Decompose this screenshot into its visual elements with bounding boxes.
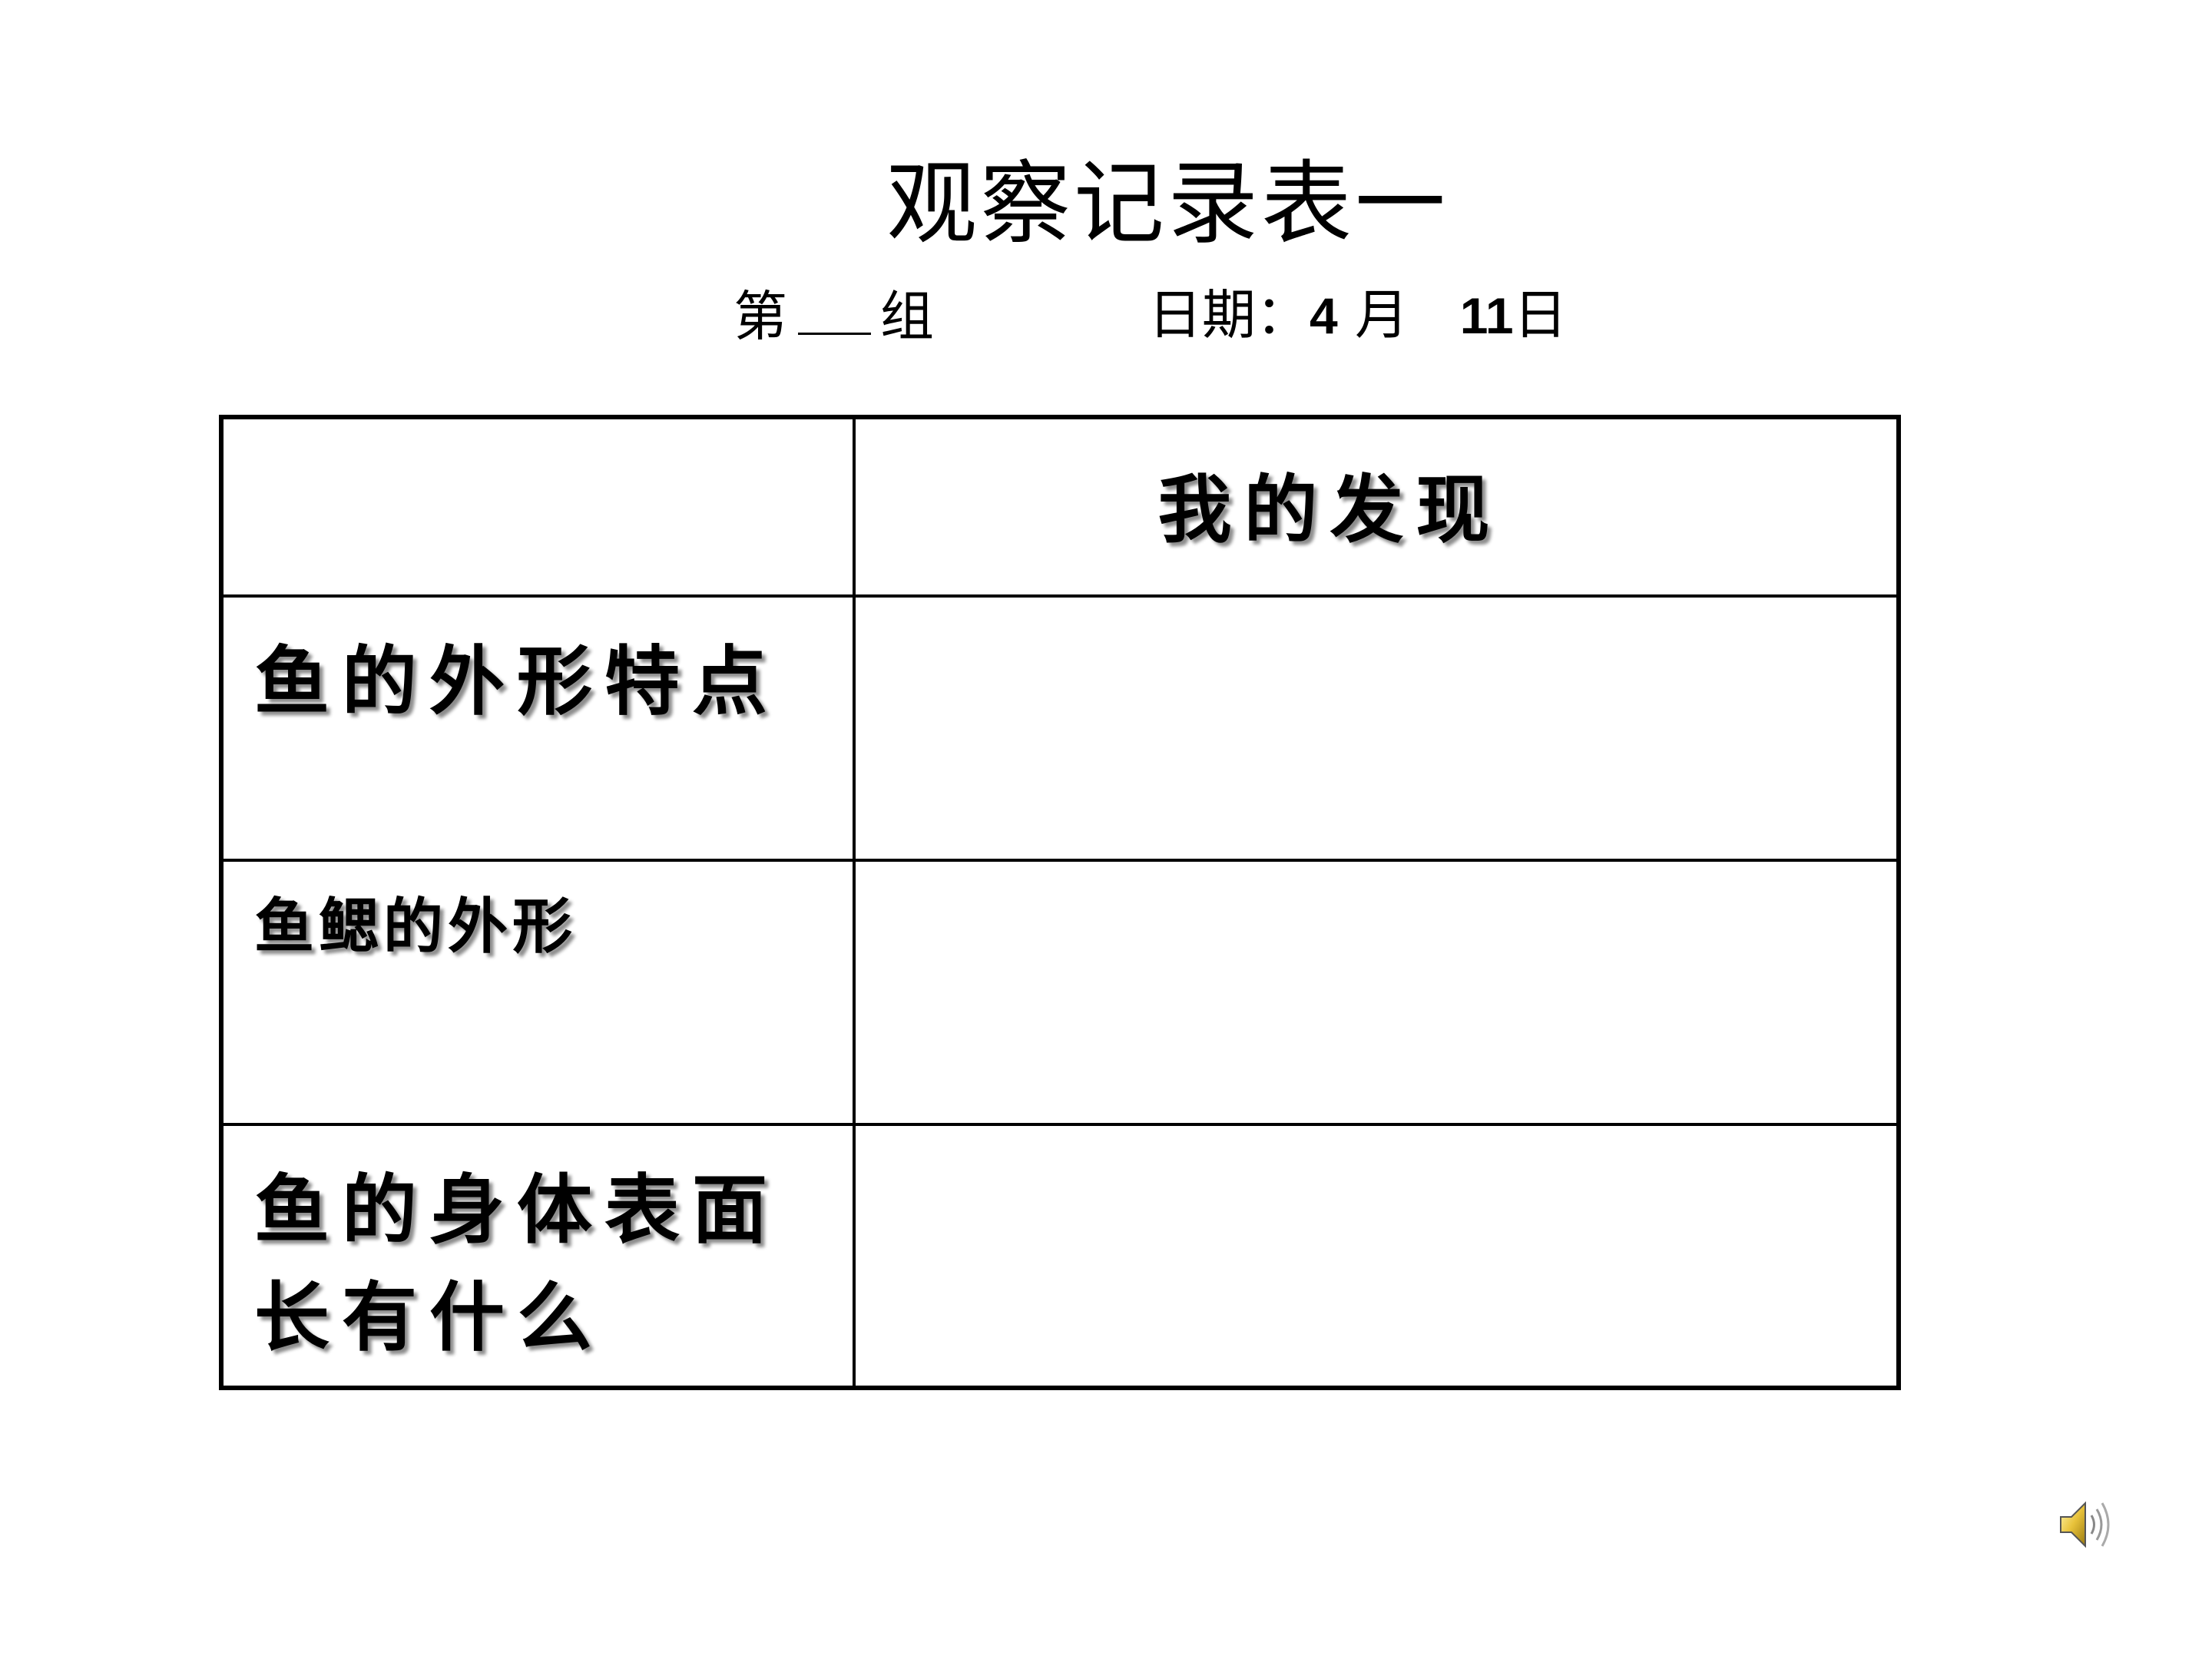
page-title: 观察记录表一 (886, 151, 1449, 257)
group-suffix: 组 (880, 285, 934, 348)
group-field: 第组 (733, 280, 934, 349)
header-empty-cell (224, 419, 856, 594)
row-label-line1: 鱼的身体表面 (254, 1167, 780, 1254)
group-blank[interactable] (798, 280, 871, 335)
row-answer-cell[interactable] (856, 862, 1896, 1123)
row-label-cell: 鱼的身体表面 长有什么 (224, 1126, 856, 1386)
table-row: 鱼鳃的外形 (224, 859, 1896, 1123)
row-label-line2: 长有什么 (254, 1274, 605, 1362)
row-answer-cell[interactable] (856, 1126, 1896, 1386)
day-value: 11 (1459, 287, 1514, 344)
date-label: 日期： (1148, 283, 1310, 346)
row-label-body-surface: 鱼的身体表面 长有什么 (254, 1157, 780, 1372)
group-prefix: 第 (733, 285, 787, 348)
month-label: 月 (1354, 283, 1409, 346)
table-row: 鱼的外形特点 (224, 594, 1896, 859)
speaker-icon[interactable] (2055, 1494, 2116, 1555)
date-field: 日期：4 月 11日 (1148, 280, 1568, 349)
row-label-gill-shape: 鱼鳃的外形 (254, 892, 578, 962)
row-answer-cell[interactable] (856, 598, 1896, 859)
month-value: 4 (1310, 287, 1338, 344)
row-label-cell: 鱼的外形特点 (224, 598, 856, 859)
row-label-fish-shape: 鱼的外形特点 (254, 638, 780, 726)
findings-heading: 我的发现 (1157, 467, 1502, 553)
header-findings-cell: 我的发现 (856, 419, 1896, 594)
day-label: 日 (1513, 283, 1568, 346)
observation-table: 我的发现 鱼的外形特点 鱼鳃的外形 鱼的身体表面 长有什么 (219, 415, 1901, 1390)
table-row: 鱼的身体表面 长有什么 (224, 1123, 1896, 1386)
row-label-cell: 鱼鳃的外形 (224, 862, 856, 1123)
table-header-row: 我的发现 (224, 419, 1896, 594)
